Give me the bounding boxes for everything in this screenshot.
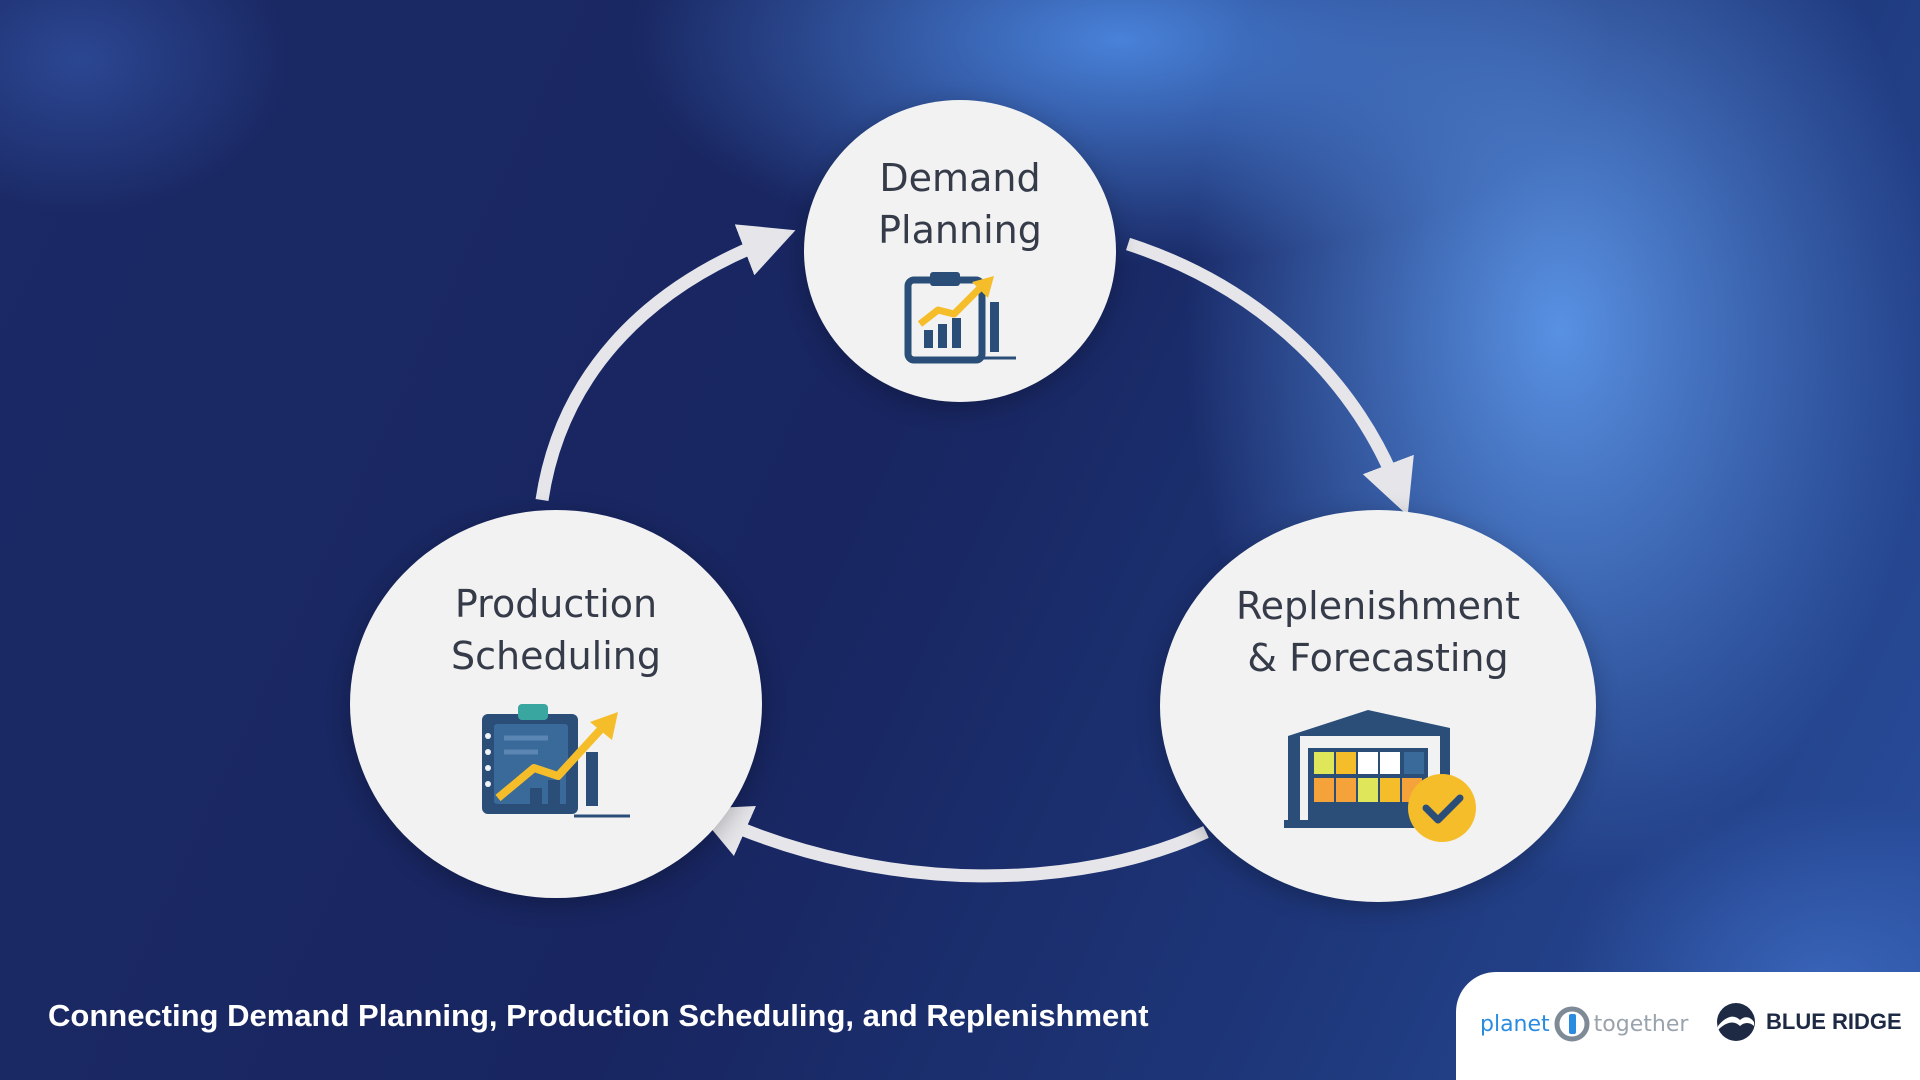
node-label: Production Scheduling [350, 578, 762, 682]
warehouse-check-icon [1284, 710, 1476, 842]
mountain-logo-icon [1717, 1003, 1755, 1041]
logo-word: together [1593, 1011, 1689, 1037]
planet-logo-icon [1554, 1006, 1590, 1042]
node-label-line: Planning [878, 208, 1042, 252]
node-label: Replenishment & Forecasting [1160, 580, 1596, 684]
clipboard-growth-chart-icon [482, 704, 630, 818]
clipboard-chart-icon [904, 272, 1016, 364]
node-label-line: Demand [879, 156, 1041, 200]
node-production-scheduling: Production Scheduling [350, 510, 762, 898]
planettogether-logo: planet together [1480, 1006, 1688, 1042]
arrow-replenishment-to-production [695, 806, 1209, 883]
logo-word: planet [1480, 1011, 1550, 1037]
logo-word: BLUE RIDGE [1766, 1009, 1902, 1034]
node-label-line: Replenishment [1235, 584, 1521, 628]
arrow-production-to-demand [535, 224, 796, 501]
slide-caption: Connecting Demand Planning, Production S… [48, 998, 1149, 1033]
node-label: Demand Planning [804, 152, 1116, 256]
blue-ridge-logo: BLUE RIDGE [1716, 1002, 1902, 1042]
node-label-line: Scheduling [450, 634, 661, 678]
node-demand-planning: Demand Planning [804, 100, 1116, 402]
arrow-demand-to-replenishment [1125, 237, 1414, 516]
node-label-line: Production [454, 582, 658, 626]
node-replenishment-forecasting: Replenishment & Forecasting [1160, 510, 1596, 902]
node-label-line: & Forecasting [1247, 636, 1509, 680]
logo-panel: planet together BLUE RIDGE [1456, 972, 1920, 1080]
